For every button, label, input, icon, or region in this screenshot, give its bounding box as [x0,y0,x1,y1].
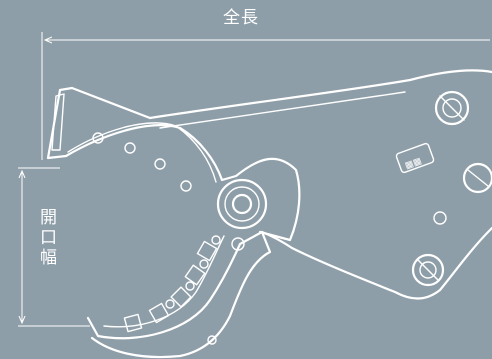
jaw-opening-dimension [18,167,90,327]
lower-jaw-outline [86,230,272,359]
right-mount-pin [462,162,492,194]
lower-jaw-small-pin [207,335,217,345]
crusher-body: ▦▦ [148,69,492,300]
lower-mount-pin-inner [419,261,437,279]
overall-length-dimension [41,32,490,160]
lower-mount-pin-slot [417,259,439,281]
upper-mount-pin-slot [439,95,465,121]
lower-tooth-bolt [165,299,175,309]
body-small-hole [433,211,447,225]
upper-jaw-outline [46,86,301,242]
lower-tooth-bolt [199,259,209,269]
upper-mount-pin-inner [442,98,462,118]
lower-tooth-block [170,286,192,308]
upper-mount-pin [434,90,470,126]
lower-tooth-block [184,264,206,286]
lower-jaw [86,230,272,359]
lower-tooth-block [196,240,218,262]
upper-jaw [46,86,301,242]
body-outline [148,69,492,300]
lower-mount-pin [411,253,445,287]
pivot-bolt-circle [224,186,260,222]
upper-tooth-bolt [124,142,136,154]
lower-tooth-bolt [185,281,195,291]
body-inner-line [159,91,406,129]
overall-length-label: 全長 [223,8,259,28]
upper-tooth-bolt [154,158,166,170]
upper-tooth-bolt [180,180,192,192]
jaw-opening-label: 開口幅 [36,208,56,268]
lower-tooth-block [123,313,143,333]
right-mount-pin-slot [467,169,489,187]
pivot-outer-ring [216,178,268,230]
lower-jaw-tooth-edge [103,235,225,328]
pivot-center [231,193,253,215]
upper-tooth-bolt [92,132,104,144]
upper-jaw-tooth-edge [67,122,217,183]
lower-tooth-bolt [211,235,221,245]
main-pivot [216,178,268,230]
lower-tooth-block [148,302,170,324]
logo-plate [395,142,435,174]
upper-jaw-tip [51,93,65,151]
lower-jaw-link-pin [231,237,245,251]
